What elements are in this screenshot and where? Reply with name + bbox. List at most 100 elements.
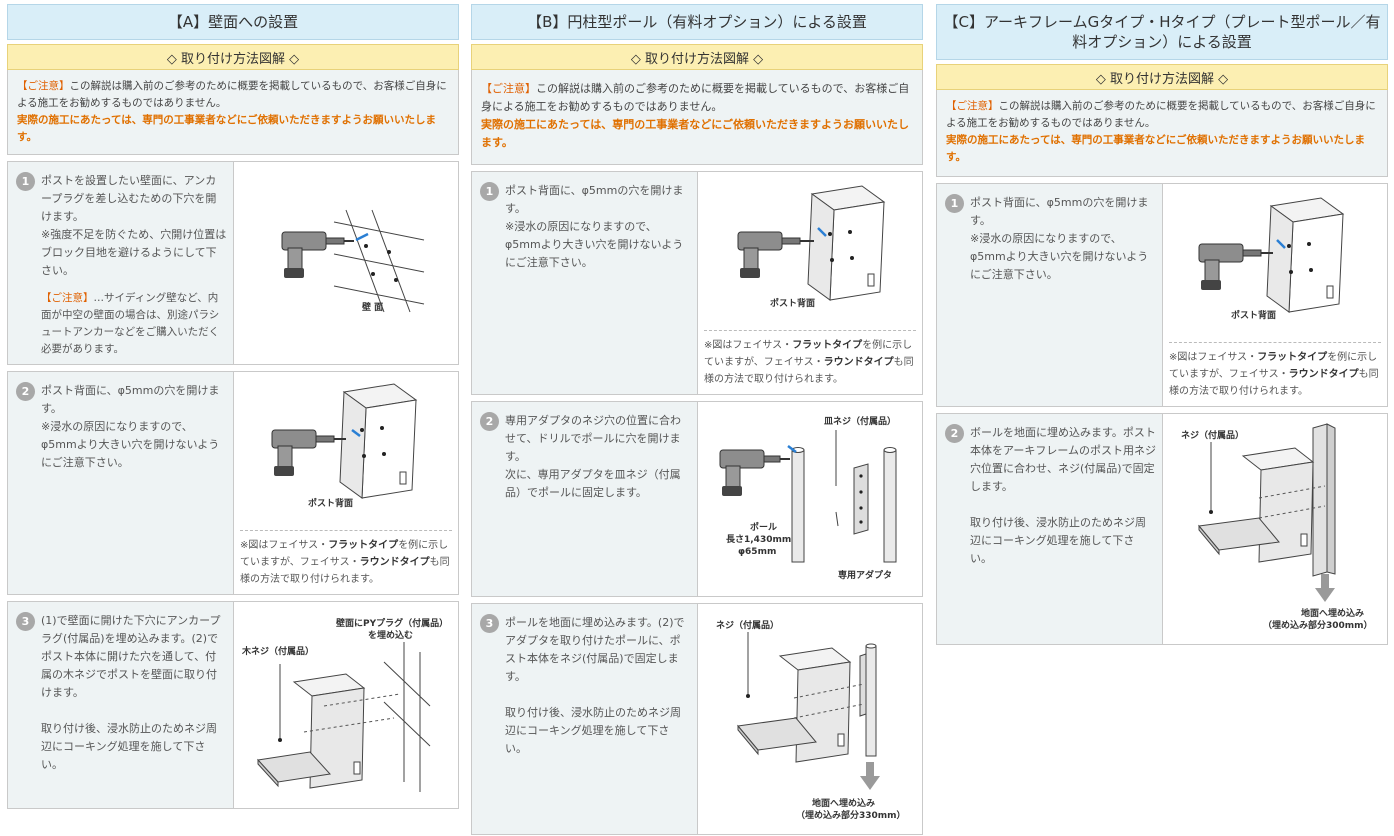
step-b2: 2 専用アダプタのネジ穴の位置に合わせて、ドリルでポールに穴を開けます。 次に、… bbox=[471, 401, 923, 597]
notice-text: この解説は購入前のご参考のために概要を掲載しているもので、お客様ご自身による施工… bbox=[946, 100, 1376, 129]
step-number: 3 bbox=[16, 612, 35, 631]
figure-label: ポスト背面 bbox=[308, 497, 353, 509]
section-c-title: 【C】アーキフレームGタイプ・Hタイプ（プレート型ポール／有料オプション）による… bbox=[936, 4, 1388, 60]
arrow-icon bbox=[787, 445, 797, 453]
arrow-icon bbox=[1276, 239, 1286, 249]
figure-post-back: ポスト背面 ※図はフェイサス・フラットタイプを例に示していますが、フェイサス・ラ… bbox=[234, 372, 458, 594]
figure-frame-mount: ネジ（付属品） 地面へ埋 bbox=[1163, 414, 1387, 644]
figure-label: 地面へ埋め込み bbox=[812, 797, 875, 809]
pole-illustration bbox=[859, 643, 877, 757]
step-number: 1 bbox=[16, 172, 35, 191]
section-b-title: 【B】円柱型ポール（有料オプション）による設置 bbox=[471, 4, 923, 40]
adapter-illustration bbox=[853, 463, 869, 535]
figure-note: ※図はフェイサス・フラットタイプを例に示していますが、フェイサス・ラウンドタイプ… bbox=[704, 330, 916, 388]
frame-plate-illustration bbox=[1312, 423, 1336, 577]
notice-label: 【ご注意】 bbox=[17, 80, 70, 92]
notice-box: 【ご注意】この解説は購入前のご参考のために概要を掲載しているもので、お客様ご自身… bbox=[471, 70, 923, 165]
post-box-illustration bbox=[737, 647, 852, 763]
figure-label: 長さ1,430mm bbox=[726, 534, 791, 545]
figure-pole-mount: ネジ（付属品） bbox=[698, 604, 922, 834]
notice-strong: 実際の施工にあたっては、専門の工事業者などにご依頼いただきますようお願いいたしま… bbox=[481, 118, 910, 149]
notice-text: この解説は購入前のご参考のために概要を掲載しているもので、お客様ご自身による施工… bbox=[481, 82, 910, 113]
step-c2: 2 ボールを地面に埋め込みます。ポスト本体をアーキフレームのポスト用ネジ穴位置に… bbox=[936, 413, 1388, 645]
figure-label: 皿ネジ（付属品） bbox=[824, 415, 896, 427]
step-text: (1)で壁面に開けた下穴にアンカープラグ(付属品)を埋め込みます。(2)でポスト… bbox=[41, 614, 221, 699]
post-box-illustration bbox=[257, 673, 366, 789]
step-b3: 3 ポールを地面に埋め込みます。(2)でアダプタを取り付けたポールに、ポスト本体… bbox=[471, 603, 923, 835]
figure-post-back: ポスト背面 ※図はフェイサス・フラットタイプを例に示していますが、フェイサス・ラ… bbox=[698, 172, 922, 394]
figure-note: ※図はフェイサス・フラットタイプを例に示していますが、フェイサス・ラウンドタイプ… bbox=[240, 530, 452, 588]
step-a3: 3 (1)で壁面に開けた下穴にアンカープラグ(付属品)を埋め込みます。(2)でポ… bbox=[7, 601, 459, 809]
section-c: 【C】アーキフレームGタイプ・Hタイプ（プレート型ポール／有料オプション）による… bbox=[936, 4, 1388, 645]
arrow-icon bbox=[817, 227, 827, 237]
figure-label: 壁 面 bbox=[362, 301, 383, 313]
figure-label: （埋め込み部分300mm） bbox=[1263, 619, 1373, 631]
step-text: 取り付け後、浸水防止のためネジ周辺にコーキング処理を施して下さい。 bbox=[970, 516, 1146, 565]
drill-icon bbox=[1198, 243, 1273, 290]
step-text: ※強度不足を防ぐため、穴開け位置はブロック目地を避けるようにして下さい。 bbox=[41, 228, 227, 277]
step-text: ポスト背面に、φ5mmの穴を開けます。 bbox=[505, 184, 684, 215]
section-a: 【A】壁面への設置 ◇ 取り付け方法図解 ◇ 【ご注意】この解説は購入前のご参考… bbox=[7, 4, 459, 809]
step-c1: 1 ポスト背面に、φ5mmの穴を開けます。 ※浸水の原因になりますので、φ5mm… bbox=[936, 183, 1388, 407]
figure-wall-mount: 壁面にPYプラグ（付属品） を埋め込む 木ネジ（付属品） bbox=[234, 602, 458, 808]
notice-box: 【ご注意】この解説は購入前のご参考のために概要を掲載しているもので、お客様ご自身… bbox=[936, 90, 1388, 177]
method-header: ◇ 取り付け方法図解 ◇ bbox=[936, 64, 1388, 90]
figure-label: 壁面にPYプラグ（付属品） bbox=[336, 617, 448, 629]
figure-label: ネジ（付属品） bbox=[716, 619, 779, 631]
drill-icon bbox=[719, 449, 790, 496]
step-text: ボールを地面に埋め込みます。ポスト本体をアーキフレームのポスト用ネジ穴位置に合わ… bbox=[970, 426, 1157, 493]
figure-label: ポスト背面 bbox=[1231, 309, 1276, 321]
figure-post-back: ポスト背面 ※図はフェイサス・フラットタイプを例に示していますが、フェイサス・ラ… bbox=[1163, 184, 1387, 406]
post-box-illustration bbox=[1266, 197, 1345, 313]
step-number: 1 bbox=[480, 182, 499, 201]
arrow-down-icon bbox=[860, 762, 880, 790]
figure-label: を埋め込む bbox=[368, 629, 413, 641]
step-text: 次に、専用アダプタを皿ネジ（付属品）でポールに固定します。 bbox=[505, 468, 681, 499]
step-text: ※浸水の原因になりますので、φ5mmより大きい穴を開けないようにご注意下さい。 bbox=[41, 420, 220, 469]
notice-strong: 実際の施工にあたっては、専門の工事業者などにご依頼いただきますようお願いいたしま… bbox=[946, 134, 1366, 163]
post-box-illustration bbox=[1198, 447, 1315, 563]
figure-label: （埋め込み部分330mm） bbox=[796, 809, 906, 821]
drill-icon bbox=[281, 231, 354, 278]
section-a-title: 【A】壁面への設置 bbox=[7, 4, 459, 40]
notice-label: 【ご注意】 bbox=[481, 82, 536, 95]
step-number: 1 bbox=[945, 194, 964, 213]
step-text: 取り付け後、浸水防止のためネジ周辺にコーキング処理を施して下さい。 bbox=[505, 706, 681, 755]
caution-text: …サイディング壁など、内面が中空の壁面の場合は、別途パラシュートアンカーなどをご… bbox=[41, 292, 220, 355]
figure-label: 地面へ埋め込み bbox=[1301, 607, 1364, 619]
step-number: 3 bbox=[480, 614, 499, 633]
figure-label: 専用アダプタ bbox=[838, 569, 892, 581]
step-number: 2 bbox=[480, 412, 499, 431]
method-header: ◇ 取り付け方法図解 ◇ bbox=[471, 44, 923, 70]
arrow-icon bbox=[351, 429, 361, 437]
drill-icon bbox=[271, 429, 346, 476]
step-text: ポスト背面に、φ5mmの穴を開けます。 bbox=[970, 196, 1149, 227]
figure-pole-adapter: 皿ネジ（付属品） bbox=[698, 402, 922, 596]
step-b1: 1 ポスト背面に、φ5mmの穴を開けます。 ※浸水の原因になりますので、φ5mm… bbox=[471, 171, 923, 395]
figure-label: ネジ（付属品） bbox=[1181, 429, 1244, 441]
figure-label: φ65mm bbox=[738, 547, 776, 557]
step-text: ポスト背面に、φ5mmの穴を開けます。 bbox=[41, 384, 220, 415]
notice-strong: 実際の施工にあたっては、専門の工事業者などにご依頼いただきますようお願いいたしま… bbox=[17, 114, 437, 143]
step-a2: 2 ポスト背面に、φ5mmの穴を開けます。 ※浸水の原因になりますので、φ5mm… bbox=[7, 371, 459, 595]
step-text: ※浸水の原因になりますので、φ5mmより大きい穴を開けないようにご注意下さい。 bbox=[505, 220, 684, 269]
notice-text: この解説は購入前のご参考のために概要を掲載しているもので、お客様ご自身による施工… bbox=[17, 80, 447, 109]
notice-box: 【ご注意】この解説は購入前のご参考のために概要を掲載しているもので、お客様ご自身… bbox=[7, 70, 459, 155]
figure-label: ポスト背面 bbox=[770, 297, 815, 309]
method-header: ◇ 取り付け方法図解 ◇ bbox=[7, 44, 459, 70]
step-text: 専用アダプタのネジ穴の位置に合わせて、ドリルでポールに穴を開けます。 bbox=[505, 414, 681, 463]
figure-label: 木ネジ（付属品） bbox=[241, 645, 314, 657]
figure-label: ポール bbox=[750, 521, 777, 533]
step-text: ※浸水の原因になりますので、φ5mmより大きい穴を開けないようにご注意下さい。 bbox=[970, 232, 1149, 281]
step-text: ポールを地面に埋め込みます。(2)でアダプタを取り付けたポールに、ポスト本体をネ… bbox=[505, 616, 685, 683]
post-box-illustration bbox=[807, 185, 886, 301]
arrow-down-icon bbox=[1315, 574, 1335, 602]
section-b: 【B】円柱型ポール（有料オプション）による設置 ◇ 取り付け方法図解 ◇ 【ご注… bbox=[471, 4, 923, 835]
figure-wall-drill: 壁 面 bbox=[234, 162, 458, 364]
step-text: ポストを設置したい壁面に、アンカープラグを差し込むための下穴を開けます。 bbox=[41, 174, 217, 223]
arrow-icon bbox=[355, 232, 369, 242]
step-text: 取り付け後、浸水防止のためネジ周辺にコーキング処理を施して下さい。 bbox=[41, 722, 217, 771]
caution-label: 【ご注意】 bbox=[41, 292, 94, 304]
notice-label: 【ご注意】 bbox=[946, 100, 999, 112]
drill-icon bbox=[737, 231, 814, 278]
